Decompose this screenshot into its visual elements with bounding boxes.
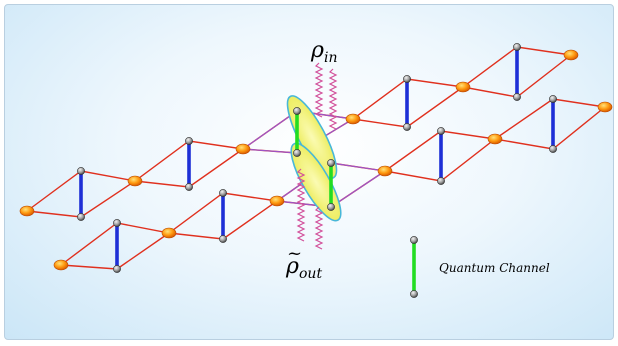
gray-node <box>77 167 85 175</box>
gray-node <box>185 137 193 145</box>
rho-out-subscript: out <box>299 266 322 282</box>
orange-node <box>53 259 69 271</box>
diagram-frame: ρ in ~ ρ out Quantum Channel <box>4 4 614 340</box>
gray-node <box>327 159 335 167</box>
orange-node <box>235 143 251 155</box>
lattice-edge <box>26 110 298 212</box>
orange-node <box>455 81 471 93</box>
bridge-edge <box>242 110 298 150</box>
bonds <box>79 45 555 271</box>
upper-ellipse <box>286 95 338 179</box>
rho-in-symbol: ρ <box>310 38 324 63</box>
gray-node <box>437 127 445 135</box>
wavy-line-in-left <box>314 62 324 118</box>
orange-node <box>563 49 579 61</box>
wavy-line-out-right <box>314 206 324 250</box>
legend-node-bottom <box>410 290 418 298</box>
gray-node <box>403 123 411 131</box>
gray-node <box>549 145 557 153</box>
orange-node <box>127 175 143 187</box>
legend-node-top <box>410 236 418 244</box>
channel-ellipses <box>286 95 342 222</box>
gray-node <box>113 219 121 227</box>
bridge-edge <box>330 162 386 172</box>
bridge-edge <box>330 170 386 208</box>
gray-node <box>513 93 521 101</box>
rho-in-label: ρ in <box>310 38 338 66</box>
gray-node <box>293 107 301 115</box>
lattice-diagram: ρ in ~ ρ out Quantum Channel <box>19 38 613 298</box>
rho-out-tilde: ~ <box>287 243 302 264</box>
gray-node <box>185 183 193 191</box>
lattice-edge <box>296 54 572 154</box>
gray-node <box>437 177 445 185</box>
legend: Quantum Channel <box>410 236 550 298</box>
gray-node <box>549 95 557 103</box>
rho-out-symbol: ρ <box>285 254 299 279</box>
orange-node <box>345 113 361 125</box>
orange-node <box>487 133 503 145</box>
legend-label: Quantum Channel <box>439 261 550 275</box>
gray-nodes <box>77 43 557 273</box>
orange-nodes <box>19 49 613 271</box>
gray-node <box>219 189 227 197</box>
lower-ellipse <box>290 142 342 222</box>
orange-node <box>19 205 35 217</box>
gray-node <box>113 265 121 273</box>
rho-in-subscript: in <box>324 50 338 66</box>
orange-node <box>269 195 285 207</box>
gray-node <box>219 235 227 243</box>
bridge-edge <box>242 148 298 154</box>
gray-node <box>77 213 85 221</box>
orange-node <box>597 101 613 113</box>
wavy-line-out-left <box>296 168 306 242</box>
wavy-lines <box>296 62 338 250</box>
orange-node <box>377 165 393 177</box>
gray-node <box>403 75 411 83</box>
gray-node <box>293 149 301 157</box>
rho-out-label: ~ ρ out <box>285 243 322 282</box>
gray-node <box>327 203 335 211</box>
wavy-line-in-right <box>328 68 338 130</box>
lattice-edge <box>26 148 298 218</box>
channel-links <box>295 109 333 209</box>
orange-node <box>161 227 177 239</box>
gray-node <box>513 43 521 51</box>
